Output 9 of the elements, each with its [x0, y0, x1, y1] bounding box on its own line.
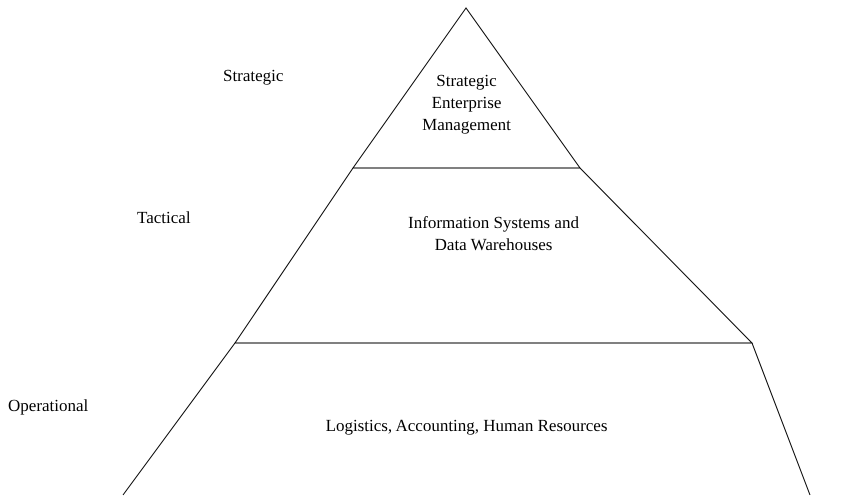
level-text: Strategic Enterprise Management	[421, 70, 512, 136]
level-text: Logistics, Accounting, Human Resources	[324, 415, 608, 437]
level-label: Operational	[8, 396, 88, 416]
level-text: Information Systems and Data Warehouses	[407, 212, 580, 256]
pyramid-level	[123, 343, 810, 495]
level-label: Tactical	[137, 208, 191, 228]
level-label: Strategic	[223, 66, 284, 86]
pyramid-level	[235, 168, 752, 343]
pyramid-level	[353, 8, 580, 168]
